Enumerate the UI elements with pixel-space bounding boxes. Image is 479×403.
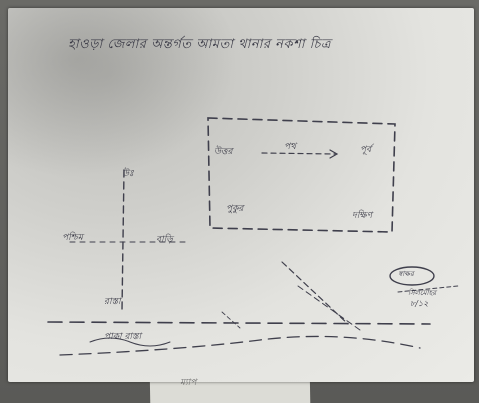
date-text: ৮/১২ [410, 299, 429, 308]
stamp-text: স্বাক্ষর [398, 270, 414, 278]
footer-note: ম্যাপ [180, 378, 197, 388]
seal-text: সিলমোহর [408, 289, 437, 297]
path-arrow [261, 152, 336, 155]
diagonal-path-2 [297, 285, 361, 331]
road-line-upper [47, 321, 431, 325]
label-road: পাকা রাস্তা [104, 332, 142, 342]
label-pole-bottom: রাস্তা [104, 297, 121, 307]
label-pole-top: উঃ [122, 169, 134, 179]
label-box-bottom-right: দক্ষিণ [352, 211, 373, 221]
label-box-top-left: উত্তর [214, 147, 233, 157]
label-box-top-right: পূর্ব [360, 145, 372, 155]
label-right-mark: বাড়ি [156, 235, 173, 245]
road-line-lower [59, 335, 421, 356]
label-box-arrow: পথ [284, 142, 296, 152]
label-left-mark: পশ্চিম [62, 233, 83, 243]
vertical-line [121, 169, 125, 311]
label-box-bottom: পুকুর [226, 204, 244, 214]
paper-sheet [8, 8, 474, 382]
stamp-oval [389, 266, 435, 286]
document-heading: হাওড়া জেলার অন্তর্গত আমতা থানার নকশা চি… [68, 37, 331, 52]
plot-box [207, 117, 396, 233]
paper-shadow [8, 8, 238, 178]
diagonal-path-1 [281, 261, 349, 325]
